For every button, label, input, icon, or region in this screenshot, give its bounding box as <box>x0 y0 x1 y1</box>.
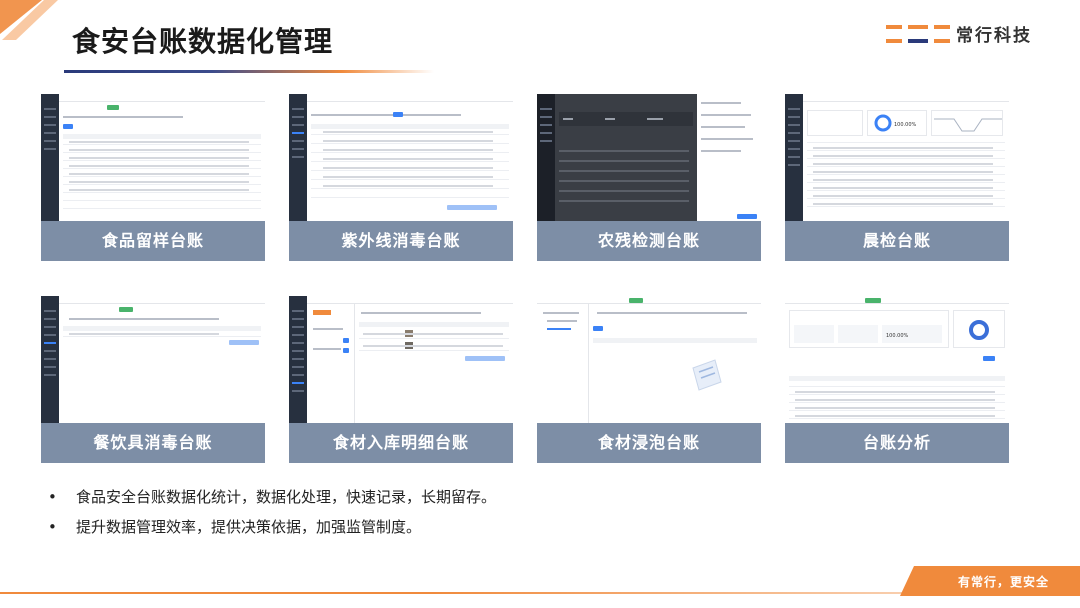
screenshot-tableware-disinfection <box>41 296 265 423</box>
stat-percent: 100.00% <box>886 333 909 339</box>
card-label: 晨检台账 <box>785 221 1009 261</box>
screenshot-pesticide-residue <box>537 94 761 221</box>
bullet-dot-icon: • <box>48 518 57 536</box>
screenshot-food-sample <box>41 94 265 221</box>
empty-state-icon <box>692 359 722 391</box>
card-label: 紫外线消毒台账 <box>289 221 513 261</box>
card-ingredient-inbound-ledger[interactable]: 食材入库明细台账 <box>289 296 513 463</box>
screenshot-ingredient-soaking <box>537 296 761 423</box>
card-label: 食材浸泡台账 <box>537 423 761 463</box>
card-uv-disinfection-ledger[interactable]: 紫外线消毒台账 <box>289 94 513 261</box>
screenshot-uv-disinfection <box>289 94 513 221</box>
card-label: 餐饮具消毒台账 <box>41 423 265 463</box>
card-tableware-disinfection-ledger[interactable]: 餐饮具消毒台账 <box>41 296 265 463</box>
card-ledger-analysis[interactable]: 100.00% 台账分析 <box>785 296 1009 463</box>
card-ingredient-soaking-ledger[interactable]: 食材浸泡台账 <box>537 296 761 463</box>
page-title: 食安台账数据化管理 <box>72 25 334 58</box>
card-pesticide-residue-ledger[interactable]: 农残检测台账 <box>537 94 761 261</box>
brand-logo-icon <box>886 25 950 43</box>
screenshot-ledger-analysis: 100.00% <box>785 296 1009 423</box>
pie-chart-icon <box>874 114 892 132</box>
line-chart-icon <box>934 118 1002 132</box>
card-label: 食品留样台账 <box>41 221 265 261</box>
stat-percent: 100.00% <box>894 122 917 128</box>
card-food-sample-ledger[interactable]: 食品留样台账 <box>41 94 265 261</box>
title-underline <box>64 70 434 73</box>
bullet-item: • 食品安全台账数据化统计，数据化处理，快速记录，长期留存。 <box>48 488 497 506</box>
footer-slogan: 有常行，更安全 <box>958 575 1050 589</box>
bullet-item: • 提升数据管理效率，提供决策依据，加强监管制度。 <box>48 518 422 536</box>
card-label: 台账分析 <box>785 423 1009 463</box>
card-morning-check-ledger[interactable]: 100.00% 晨检台账 <box>785 94 1009 261</box>
slogan-banner <box>900 566 1080 596</box>
card-label: 食材入库明细台账 <box>289 423 513 463</box>
card-label: 农残检测台账 <box>537 221 761 261</box>
bullet-dot-icon: • <box>48 488 57 506</box>
footer-line <box>0 592 1080 594</box>
donut-chart-icon <box>969 320 989 340</box>
bullet-list: • 食品安全台账数据化统计，数据化处理，快速记录，长期留存。 • 提升数据管理效… <box>48 486 496 546</box>
corner-decoration <box>0 0 58 40</box>
screenshot-ingredient-inbound <box>289 296 513 423</box>
brand-name: 常行科技 <box>956 26 1032 46</box>
screenshot-morning-check: 100.00% <box>785 94 1009 221</box>
brand-logo: 常行科技 <box>886 20 1036 48</box>
